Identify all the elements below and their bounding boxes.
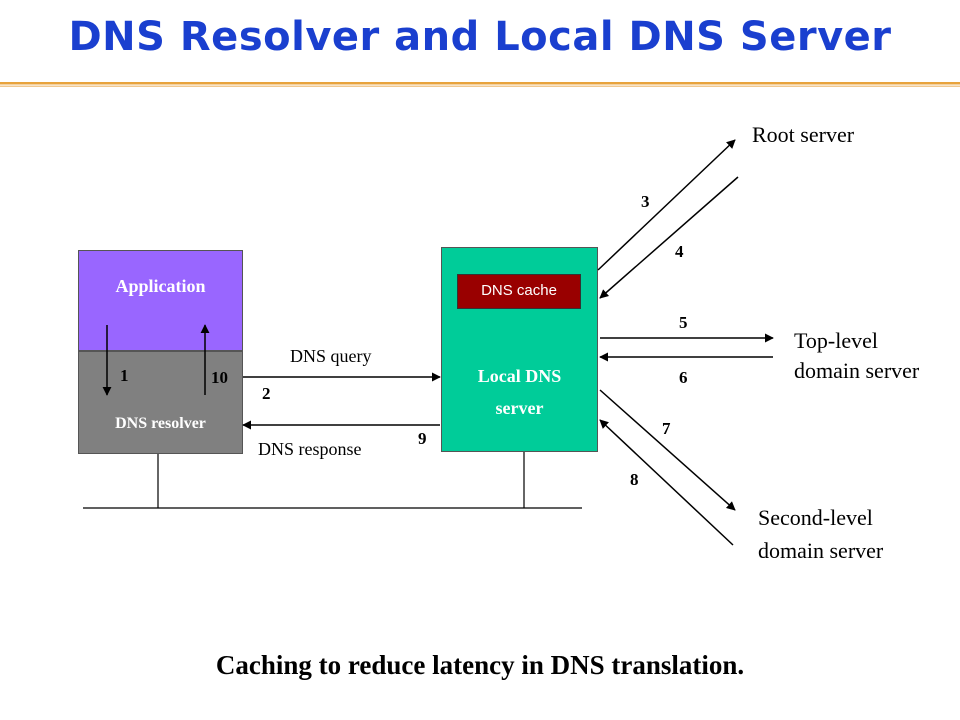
step-number-2: 2 (262, 384, 271, 403)
step-number-9: 9 (418, 429, 427, 448)
top-level-server-label-line2: domain server (794, 358, 920, 383)
step-number-10: 10 (211, 368, 228, 387)
second-level-server-label-line1: Second-level (758, 505, 873, 530)
slide-title: DNS Resolver and Local DNS Server (68, 14, 892, 60)
arrow-step-3 (597, 139, 736, 271)
step-number-1: 1 (120, 366, 129, 385)
step-number-4: 4 (675, 242, 684, 261)
dns-cache-label: DNS cache (481, 282, 557, 299)
application-label: Application (115, 276, 206, 296)
step-number-6: 6 (679, 368, 688, 387)
dns-cache-box (457, 274, 581, 309)
root-server-label: Root server (752, 122, 855, 147)
second-level-server-label-line2: domain server (758, 538, 884, 563)
arrow-step-7 (599, 389, 736, 511)
dns-resolver-box (78, 351, 243, 454)
dns-response-label: DNS response (258, 439, 362, 459)
top-level-server-label-line1: Top-level (794, 328, 878, 353)
dns-resolver-label: DNS resolver (115, 415, 206, 432)
local-dns-server-label-line2: server (495, 398, 544, 418)
local-dns-server-label-line1: Local DNS (477, 366, 562, 386)
arrow-step-8 (599, 419, 734, 546)
step-number-7: 7 (662, 419, 671, 438)
arrow-step-4 (599, 176, 739, 299)
slide-caption: Caching to reduce latency in DNS transla… (215, 650, 745, 680)
title-underline (0, 82, 960, 87)
application-box (78, 250, 243, 351)
step-number-8: 8 (630, 470, 639, 489)
step-number-5: 5 (679, 313, 688, 332)
step-number-3: 3 (641, 192, 650, 211)
dns-query-label: DNS query (290, 346, 372, 366)
